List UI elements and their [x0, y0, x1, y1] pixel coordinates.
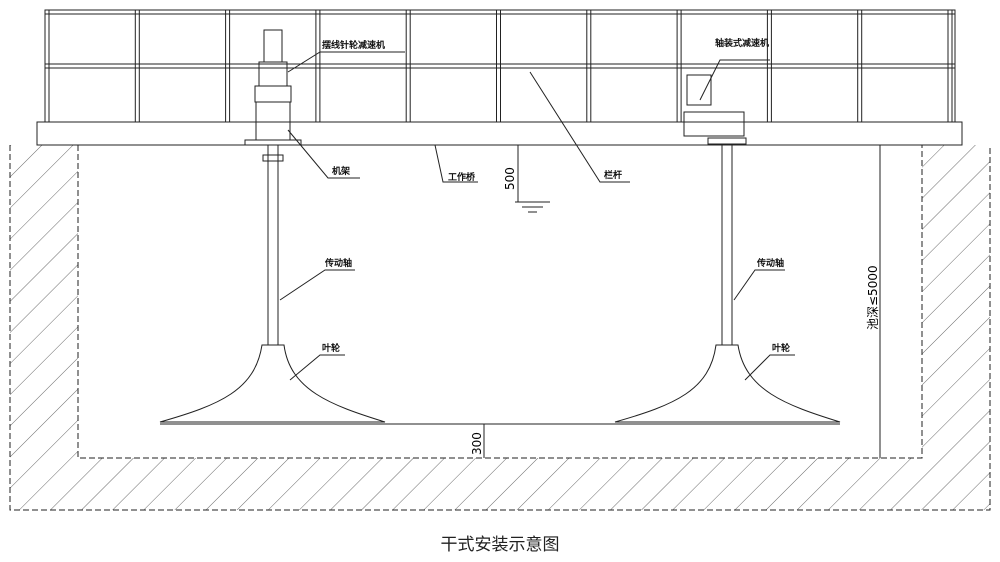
railing-post	[857, 9, 863, 123]
tank-walls	[9, 145, 991, 511]
railing-post	[947, 9, 953, 123]
railing-post	[496, 9, 501, 123]
label-drive-shaft-right: 传动轴	[756, 257, 784, 269]
label-cycloid-reducer: 摆线针轮减速机	[322, 39, 385, 51]
label-pool-depth: 池深≤5000	[866, 265, 880, 330]
label-impeller-left: 叶轮	[322, 342, 340, 354]
leader-lines	[279, 51, 795, 381]
railing-post	[225, 9, 231, 123]
cycloid-reducer-assembly	[244, 29, 302, 162]
railing-post	[44, 9, 50, 123]
label-shaft-mounted-reducer: 轴装式减速机	[715, 37, 769, 49]
impellers	[159, 344, 841, 425]
railing-post	[134, 9, 140, 123]
label-frame: 机架	[332, 165, 350, 177]
label-work-bridge: 工作桥	[448, 171, 476, 183]
railing-post	[766, 9, 772, 123]
diagram-caption: 干式安装示意图	[440, 535, 560, 555]
dim-300: 300	[470, 432, 484, 455]
label-impeller-right: 叶轮	[772, 342, 790, 354]
label-drive-shaft-left: 传动轴	[324, 257, 352, 269]
label-railing: 栏杆	[604, 169, 622, 181]
water-level	[515, 145, 550, 213]
dim-500: 500	[503, 167, 517, 190]
work-bridge	[36, 121, 963, 146]
railing-post	[315, 9, 321, 123]
railing-post	[586, 9, 592, 123]
shaft-reducer-assembly	[683, 74, 747, 145]
dimension-lines	[483, 145, 881, 458]
railing-post	[676, 9, 682, 123]
railing-post	[405, 9, 411, 123]
